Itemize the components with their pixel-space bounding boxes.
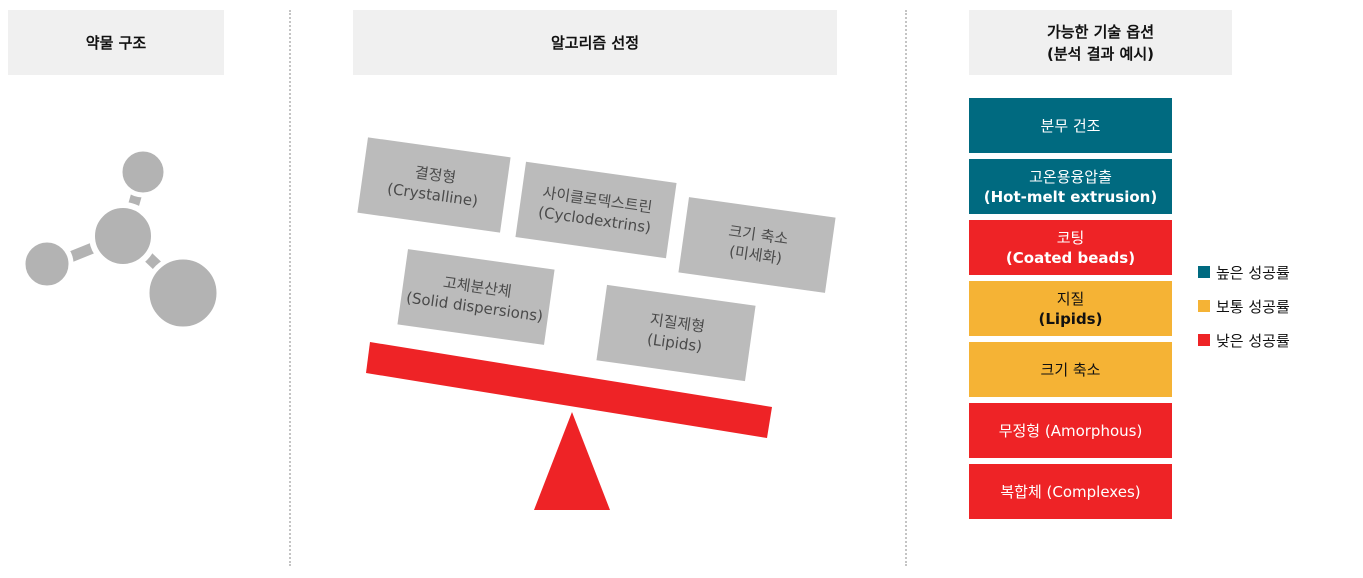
molecule-atom-left: [20, 237, 74, 291]
panel-crystalline: 결정형 (Crystalline): [357, 137, 511, 233]
header-tech-options-line1: 가능한 기술 옵션: [1046, 22, 1155, 41]
legend-label-low: 낮은 성공률: [1216, 331, 1290, 350]
seesaw-plank: [366, 342, 772, 438]
molecule-atom-bottom: [144, 254, 222, 332]
legend: 높은 성공률 보통 성공률 낮은 성공률: [1198, 262, 1290, 364]
molecule-icon: [20, 146, 222, 332]
molecule-atom-center: [89, 202, 157, 270]
tech-option-coated-beads-label-en: (Coated beads): [1005, 248, 1136, 267]
tech-option-complexes: 복합체 (Complexes): [969, 464, 1172, 519]
legend-label-high: 높은 성공률: [1216, 263, 1290, 282]
header-drug-structure-label: 약물 구조: [85, 33, 147, 52]
tech-option-coated-beads: 코팅 (Coated beads): [969, 220, 1172, 275]
tech-option-hot-melt-extrusion: 고온용융압출 (Hot-melt extrusion): [969, 159, 1172, 214]
tech-option-complexes-label: 복합체 (Complexes): [1000, 482, 1141, 501]
header-tech-options: 가능한 기술 옵션 (분석 결과 예시): [969, 10, 1232, 75]
tech-option-size-reduction-label: 크기 축소: [1040, 360, 1101, 379]
legend-swatch-low: [1198, 334, 1210, 346]
tech-option-spray-drying-label: 분무 건조: [1040, 116, 1101, 135]
tech-option-amorphous: 무정형 (Amorphous): [969, 403, 1172, 458]
divider-left: [289, 10, 291, 566]
panel-size-reduction: 크기 축소 (미세화): [678, 197, 836, 293]
legend-label-medium: 보통 성공률: [1216, 297, 1290, 316]
tech-option-hot-melt-extrusion-label-ko: 고온용융압출: [1029, 167, 1112, 186]
tech-option-amorphous-label: 무정형 (Amorphous): [998, 421, 1143, 440]
tech-option-hot-melt-extrusion-label-en: (Hot-melt extrusion): [983, 187, 1158, 206]
tech-option-spray-drying: 분무 건조: [969, 98, 1172, 153]
tech-option-lipids: 지질 (Lipids): [969, 281, 1172, 336]
legend-item-low: 낮은 성공률: [1198, 330, 1290, 350]
legend-item-medium: 보통 성공률: [1198, 296, 1290, 316]
tech-option-lipids-label-en: (Lipids): [1038, 309, 1103, 328]
molecule-atom-top: [117, 146, 169, 198]
legend-swatch-medium: [1198, 300, 1210, 312]
panel-cyclodextrins: 사이클로덱스트린 (Cyclodextrins): [515, 161, 677, 259]
seesaw-fulcrum: [534, 412, 610, 510]
legend-item-high: 높은 성공률: [1198, 262, 1290, 282]
tech-option-coated-beads-label-ko: 코팅: [1056, 228, 1085, 247]
header-algorithm: 알고리즘 선정: [353, 10, 837, 75]
tech-option-size-reduction: 크기 축소: [969, 342, 1172, 397]
divider-right: [905, 10, 907, 566]
legend-swatch-high: [1198, 266, 1210, 278]
tech-option-lipids-label-ko: 지질: [1056, 289, 1085, 308]
header-algorithm-label: 알고리즘 선정: [550, 33, 640, 52]
header-drug-structure: 약물 구조: [8, 10, 224, 75]
header-tech-options-line2: (분석 결과 예시): [1047, 44, 1154, 63]
seesaw: [366, 342, 772, 510]
